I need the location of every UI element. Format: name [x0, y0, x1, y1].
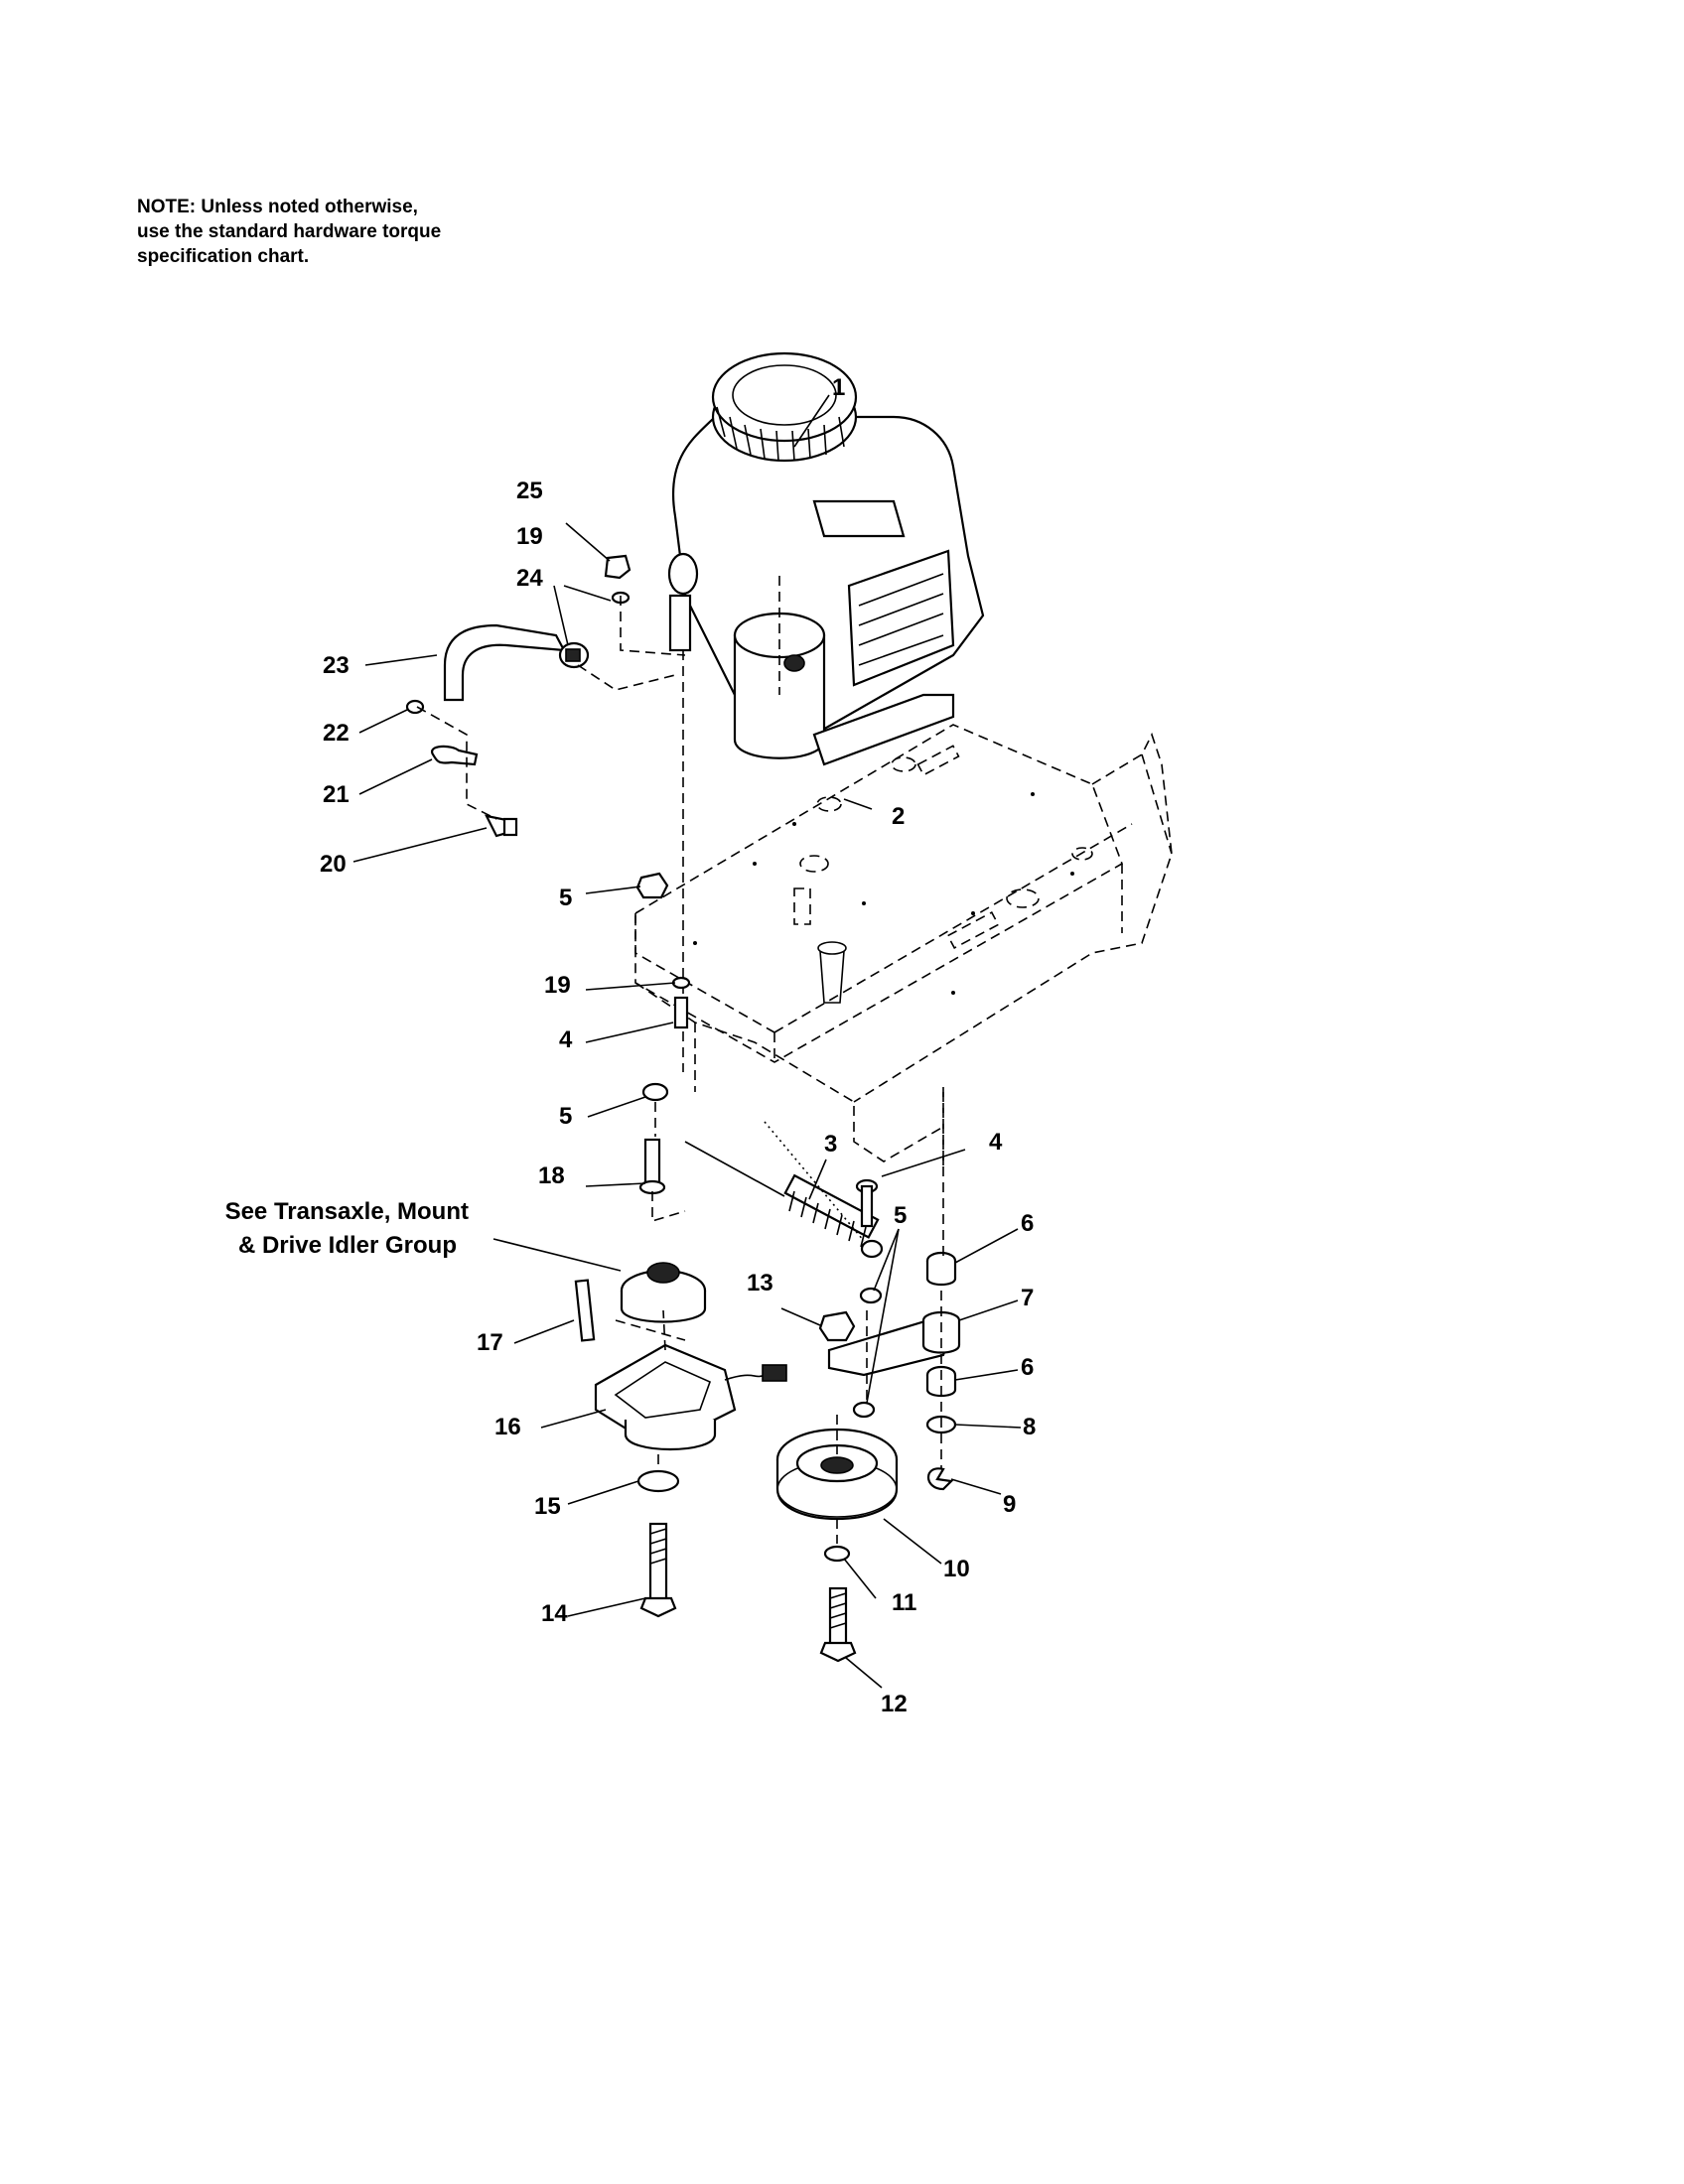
- note-line-1: NOTE: Unless noted otherwise,: [137, 197, 418, 217]
- callout-7: 7: [1021, 1285, 1034, 1311]
- callout-labels: 1 2 3 4 4 5 5 5 6 6 7 8 9 10 11 12 13 14…: [320, 374, 1036, 1717]
- leader-lines: [352, 394, 1022, 1689]
- callout-19-lower: 19: [544, 972, 571, 999]
- callout-19-upper: 19: [516, 523, 543, 550]
- callout-5-lower-left: 5: [559, 1103, 572, 1130]
- callout-5-idler: 5: [894, 1202, 907, 1229]
- note-line-3: specification chart.: [137, 246, 310, 267]
- callout-11: 11: [892, 1589, 916, 1616]
- torque-note: NOTE: Unless noted otherwise, use the st…: [137, 195, 554, 269]
- callout-6-upper: 6: [1021, 1210, 1034, 1237]
- callout-5-upper-left: 5: [559, 885, 572, 911]
- fuel-line-group: [405, 554, 686, 838]
- left-hardware-stack: [635, 650, 691, 1223]
- callout-6-lower: 6: [1021, 1354, 1034, 1381]
- callout-15: 15: [534, 1493, 561, 1520]
- idler-pulley-part: [775, 1415, 899, 1663]
- reference-group-label: See Transaxle, Mount & Drive Idler Group: [225, 1198, 469, 1259]
- reference-line-2: & Drive Idler Group: [238, 1232, 457, 1259]
- callout-8: 8: [1023, 1414, 1036, 1440]
- callout-13: 13: [747, 1270, 773, 1297]
- callout-12: 12: [881, 1691, 908, 1717]
- callout-10: 10: [943, 1556, 970, 1582]
- callout-21: 21: [323, 781, 350, 808]
- callout-2: 2: [892, 803, 905, 830]
- callout-18: 18: [538, 1162, 565, 1189]
- mower-frame: [634, 724, 1173, 1171]
- callout-25: 25: [516, 478, 543, 504]
- callout-4-left: 4: [559, 1026, 573, 1053]
- callout-16: 16: [494, 1414, 521, 1440]
- callout-23: 23: [323, 652, 350, 679]
- clutch-pulley-group: [574, 1262, 787, 1618]
- idler-arm-group: [818, 1087, 961, 1491]
- callout-14: 14: [541, 1600, 568, 1627]
- callout-3: 3: [824, 1131, 837, 1158]
- callout-9: 9: [1003, 1491, 1016, 1518]
- reference-line-1: See Transaxle, Mount: [225, 1198, 469, 1225]
- callout-22: 22: [323, 720, 350, 747]
- callout-17: 17: [477, 1329, 503, 1356]
- callout-4-right: 4: [989, 1129, 1003, 1156]
- callout-1: 1: [832, 374, 845, 401]
- callout-24: 24: [516, 565, 543, 592]
- callout-20: 20: [320, 851, 347, 878]
- engine-part: [667, 351, 985, 766]
- note-line-2: use the standard hardware torque: [137, 221, 442, 242]
- spring-part: [684, 1121, 884, 1259]
